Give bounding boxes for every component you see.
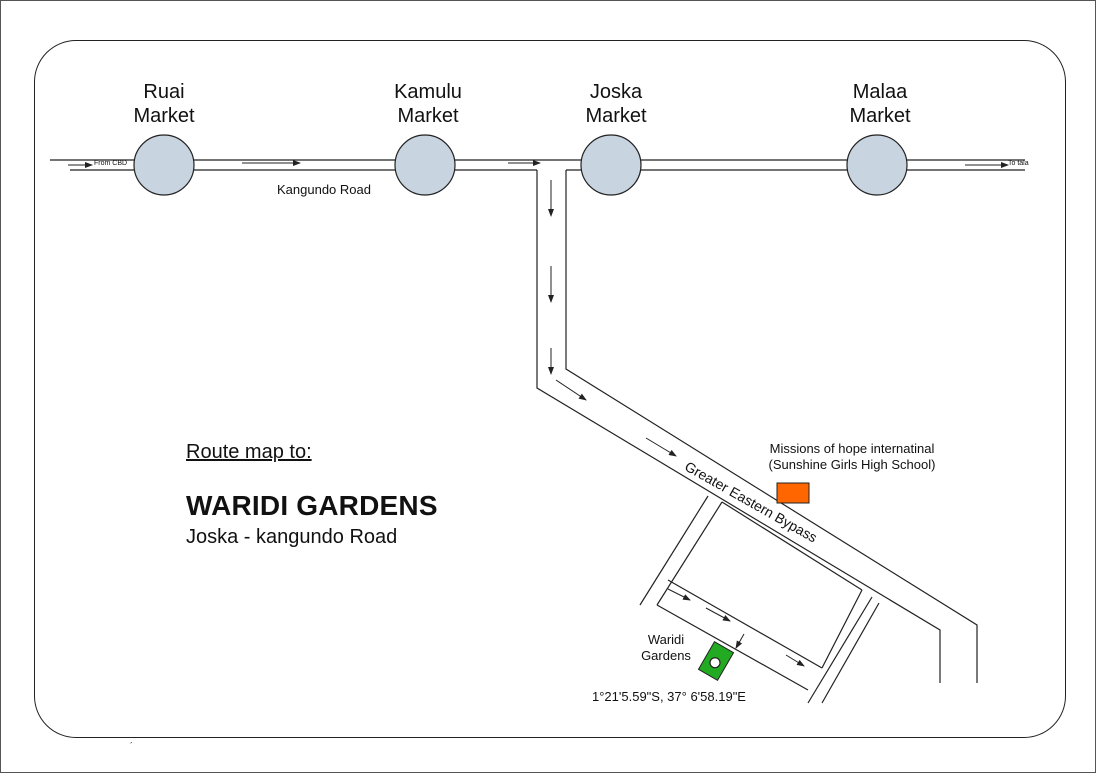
landmark-detail: (Sunshine Girls High School) xyxy=(768,457,936,472)
landmark-marker xyxy=(776,482,810,504)
arrow-access-3 xyxy=(785,654,805,667)
destination-title: WARIDI GARDENS xyxy=(186,490,438,521)
roundabout-kamulu xyxy=(394,134,456,196)
ruai-line1: Ruai xyxy=(143,81,185,103)
label-from-cbd: From CBD xyxy=(94,160,128,167)
connector-road-edge-left xyxy=(536,170,941,683)
kamulu-line1: Kamulu xyxy=(394,81,462,103)
malaa-line1: Malaa xyxy=(852,81,908,103)
connector-road-edge-right xyxy=(565,170,978,683)
arrow-access-1 xyxy=(667,588,691,601)
side-road-inner-left xyxy=(656,501,723,606)
arrow-bypass-2 xyxy=(645,437,677,457)
ruai-line2: Market xyxy=(133,105,195,127)
side-road-right-b xyxy=(821,602,880,704)
route-heading: Route map to: xyxy=(186,441,312,463)
coordinates: 1°21'5.59"S, 37° 6'58.19"E xyxy=(592,689,746,704)
waridi-gardens-marker xyxy=(697,640,735,682)
landmark-name: Missions of hope internatinal xyxy=(769,441,935,456)
label-ruai-market: Ruai Market xyxy=(124,80,204,128)
label-waridi-gardens: Waridi Gardens xyxy=(630,632,702,664)
access-road-edge-bottom xyxy=(656,604,809,691)
arrow-bypass-1 xyxy=(555,379,587,401)
block-edge xyxy=(721,501,863,591)
map-frame xyxy=(34,40,1066,738)
destination-subtitle: Joska - kangundo Road xyxy=(186,526,398,548)
malaa-line2: Market xyxy=(849,105,911,127)
roundabout-joska xyxy=(580,134,642,196)
footer-mark: ´ xyxy=(130,741,133,751)
access-road-edge-top xyxy=(667,579,823,669)
arrow-access-2 xyxy=(705,607,731,622)
waridi-line2: Gardens xyxy=(641,648,691,663)
label-kangundo-road: Kangundo Road xyxy=(277,182,371,197)
label-kamulu-market: Kamulu Market xyxy=(378,80,478,128)
label-malaa-market: Malaa Market xyxy=(830,80,930,128)
roundabouts xyxy=(133,134,908,196)
side-road-right-a xyxy=(807,596,873,704)
roundabout-ruai xyxy=(133,134,195,196)
arrow-access-4 xyxy=(735,633,745,649)
waridi-line1: Waridi xyxy=(647,632,685,647)
joska-line1: Joska xyxy=(589,81,643,103)
kamulu-line2: Market xyxy=(397,105,459,127)
label-to-tala: To tala xyxy=(1008,160,1029,167)
side-road-outer-left xyxy=(639,495,709,606)
label-landmark: Missions of hope internatinal (Sunshine … xyxy=(752,441,952,473)
label-joska-market: Joska Market xyxy=(566,80,666,128)
roundabout-malaa xyxy=(846,134,908,196)
block-edge-right xyxy=(821,589,863,669)
joska-line2: Market xyxy=(585,105,647,127)
